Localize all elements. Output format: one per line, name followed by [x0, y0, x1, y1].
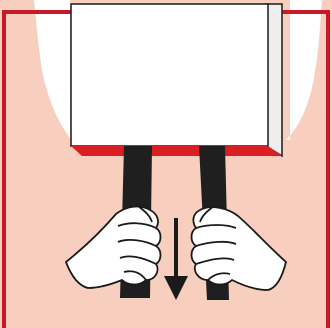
box-front	[71, 4, 268, 146]
appliance-box	[71, 4, 282, 156]
box-bottom-edge	[71, 146, 282, 156]
